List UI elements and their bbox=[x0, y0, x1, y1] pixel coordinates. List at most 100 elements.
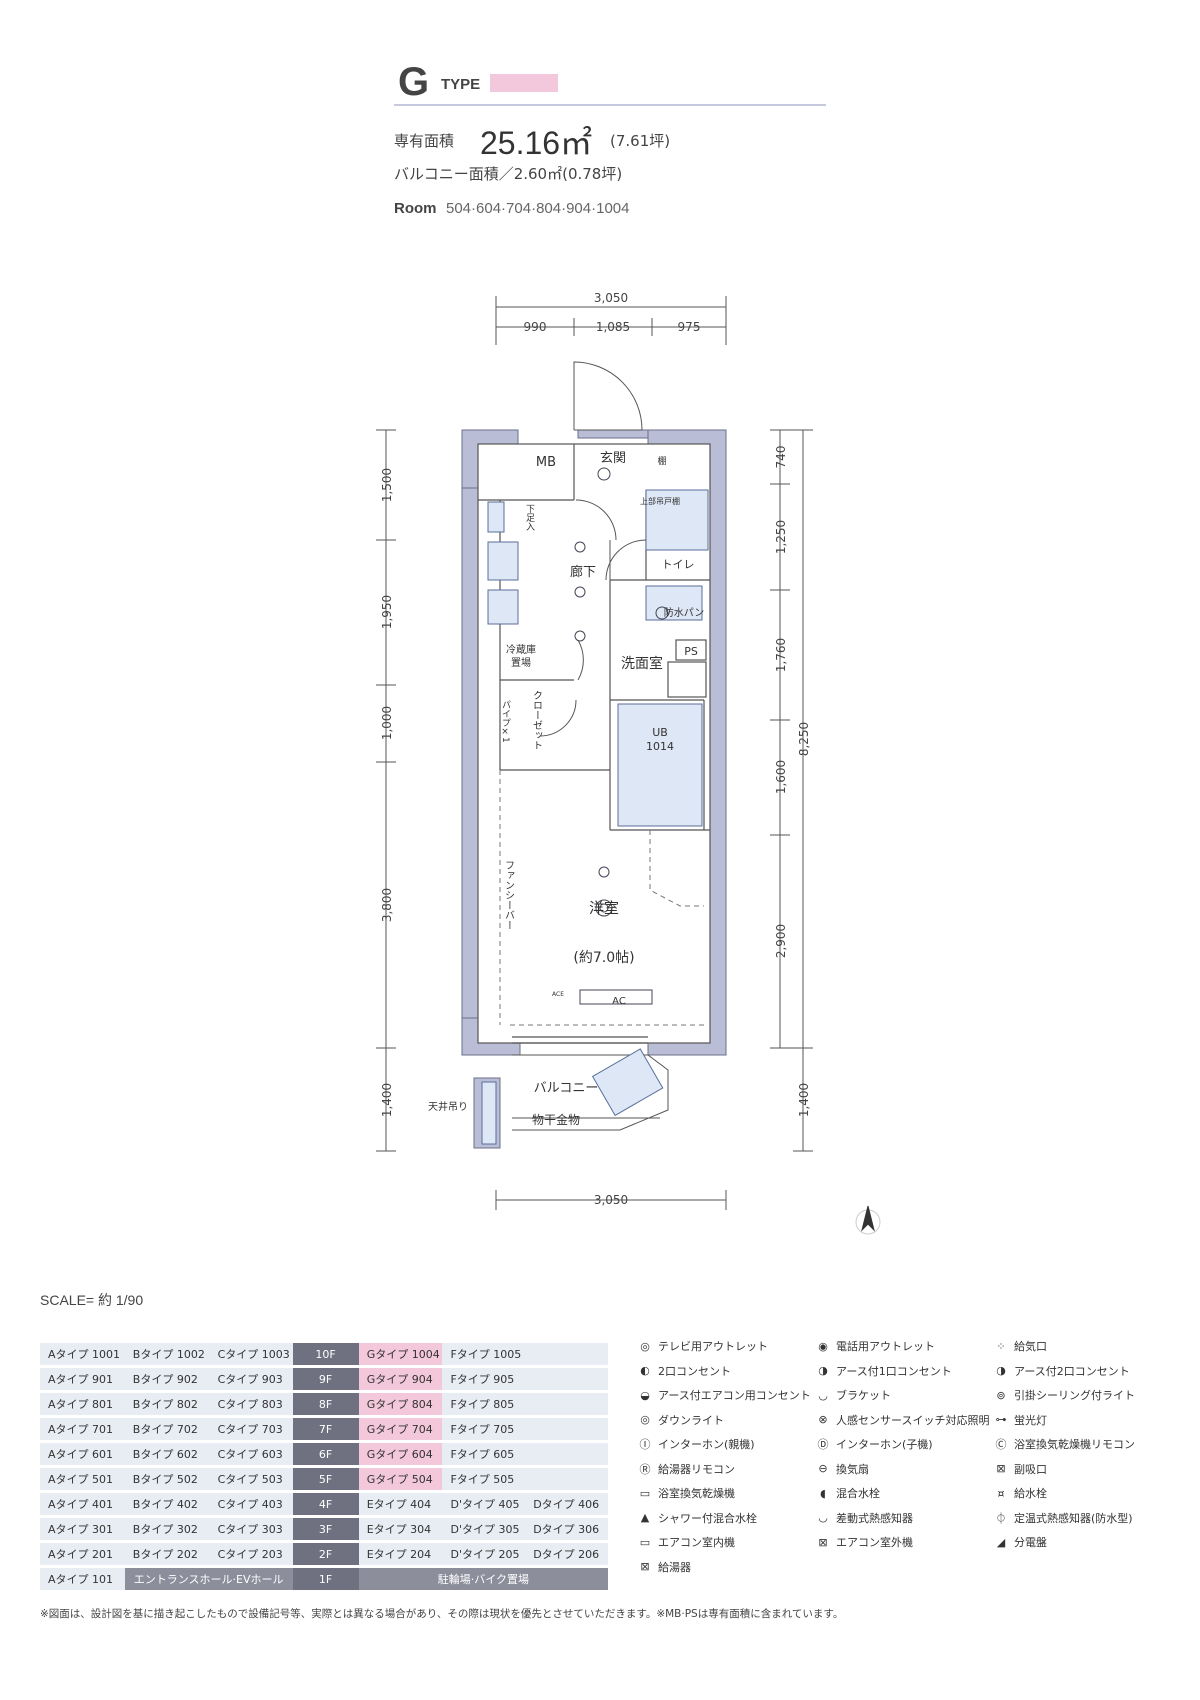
mixing-faucet-icon: ◖ bbox=[820, 1486, 826, 1500]
dim-left-4: 3,800 bbox=[380, 888, 394, 922]
dim-top-3: 975 bbox=[678, 320, 701, 334]
cell-c: Cタイプ 203 bbox=[209, 1543, 293, 1565]
room-bousui: 防水パン bbox=[664, 606, 705, 619]
legend-item: ⊠副吸口 bbox=[994, 1461, 1047, 1477]
earth-outlet-2-icon: ◑ bbox=[996, 1364, 1006, 1377]
ub-fixture bbox=[617, 703, 703, 827]
legend-item: ◑ アース付2口コンセント bbox=[994, 1363, 1130, 1379]
dryer-remote-icon: Ⓒ bbox=[995, 1438, 1007, 1451]
cell-c: Cタイプ 703 bbox=[209, 1418, 293, 1440]
balcony-area: バルコニー面積／2.60㎡(0.78坪) bbox=[394, 165, 623, 183]
legend-item: ⊶蛍光灯 bbox=[994, 1412, 1048, 1428]
room-balcony: バルコニー bbox=[534, 1081, 599, 1096]
room-youshitsu-size: (約7.0帖) bbox=[573, 950, 634, 966]
legend-item: ◒アース付エアコン用コンセント bbox=[638, 1387, 811, 1403]
cell-g: Gタイプ 604 bbox=[358, 1443, 443, 1465]
cell-floor: 1F bbox=[292, 1568, 359, 1590]
legend-label: 差動式熱感知器 bbox=[836, 1511, 913, 1525]
area-label: 専有面積 bbox=[394, 132, 455, 150]
area-value: 25.16㎡ bbox=[480, 125, 593, 161]
cell-a: Aタイプ 101 bbox=[40, 1568, 125, 1590]
legend-label: 給湯器リモコン bbox=[658, 1462, 735, 1476]
legend-item: ⊠エアコン室外機 bbox=[816, 1534, 913, 1550]
legend-item: ⊠給湯器 bbox=[638, 1559, 691, 1575]
room-ub: UB bbox=[652, 726, 668, 739]
room-youshitsu: 洋室 bbox=[589, 899, 619, 917]
cell-b: Bタイプ 402 bbox=[124, 1493, 210, 1515]
dim-left-5: 1,400 bbox=[380, 1083, 394, 1117]
cell-a: Aタイプ 201 bbox=[40, 1543, 125, 1565]
cell-a: Aタイプ 801 bbox=[40, 1393, 125, 1415]
footnote: ※図面は、設計図を基に描き起こしたもので設備記号等、実際とは異なる場合があり、そ… bbox=[40, 1608, 844, 1620]
ac-indoor-icon: ▭ bbox=[639, 1535, 651, 1549]
room-rouka: 廊下 bbox=[570, 564, 596, 580]
legend-label: 給湯器 bbox=[658, 1560, 691, 1574]
legend-label: 副吸口 bbox=[1014, 1462, 1047, 1476]
cell-f: Fタイプ 805 bbox=[442, 1393, 608, 1415]
ceiling-light-icon: ⊚ bbox=[996, 1388, 1006, 1402]
kitchen-sink bbox=[487, 541, 519, 581]
legend-label: ブラケット bbox=[836, 1389, 891, 1402]
room-pipe: パイプ×1 bbox=[500, 700, 511, 743]
cell-b: Bタイプ 302 bbox=[124, 1518, 210, 1540]
legend-label: ダウンライト bbox=[658, 1413, 724, 1427]
legend-label: 浴室換気乾燥機リモコン bbox=[1014, 1438, 1135, 1451]
air-supply-icon: ⁘ bbox=[996, 1339, 1006, 1353]
legend-item: ▭ エアコン室内機 bbox=[638, 1534, 735, 1550]
dim-left-2: 1,950 bbox=[380, 595, 394, 629]
cell-e: Eタイプ 204 bbox=[358, 1543, 443, 1565]
cell-f: Fタイプ 705 bbox=[442, 1418, 608, 1440]
legend-item: ◐2口コンセント bbox=[638, 1363, 731, 1379]
cell-a: Aタイプ 1001 bbox=[40, 1343, 125, 1365]
room-ub-size: 1014 bbox=[646, 740, 674, 753]
cell-floor: 4F bbox=[292, 1493, 359, 1515]
cell-parking: 駐輪場·バイク置場 bbox=[358, 1568, 608, 1590]
toilet-fixture bbox=[645, 489, 709, 551]
cell-a: Aタイプ 601 bbox=[40, 1443, 125, 1465]
dim-bottom-total: 3,050 bbox=[594, 1193, 628, 1207]
legend-label: アース付2口コンセント bbox=[1014, 1364, 1130, 1378]
header-rule bbox=[394, 104, 826, 106]
cell-e: Eタイプ 304 bbox=[358, 1518, 443, 1540]
wall-left-upper bbox=[461, 429, 519, 489]
washer-fixture bbox=[645, 585, 703, 621]
downlight-icon: ◎ bbox=[640, 1413, 650, 1426]
cell-dd: D'タイプ 305 bbox=[442, 1518, 526, 1540]
cell-b: Bタイプ 902 bbox=[124, 1368, 210, 1390]
legend-item: ◑アース付1口コンセント bbox=[816, 1363, 952, 1379]
cell-floor: 9F bbox=[292, 1368, 359, 1390]
cell-a: Aタイプ 901 bbox=[40, 1368, 125, 1390]
bath-dryer-icon: ▭ bbox=[639, 1486, 651, 1500]
legend-item: ◎ ダウンライト bbox=[638, 1412, 724, 1428]
cell-floor: 5F bbox=[292, 1468, 359, 1490]
cell-a: Aタイプ 701 bbox=[40, 1418, 125, 1440]
legend-label: インターホン(子機) bbox=[836, 1438, 933, 1451]
cell-f: Fタイプ 505 bbox=[442, 1468, 608, 1490]
legend-item: ◖混合水栓 bbox=[816, 1485, 880, 1501]
room-ace: ACE bbox=[552, 991, 564, 998]
cell-g: Gタイプ 804 bbox=[358, 1393, 443, 1415]
cell-floor: 2F bbox=[292, 1543, 359, 1565]
earth-outlet-1-icon: ◑ bbox=[818, 1364, 828, 1377]
legend-label: シャワー付混合水栓 bbox=[658, 1511, 757, 1525]
legend-label: 浴室換気乾燥機 bbox=[658, 1487, 735, 1500]
ac-indoor-unit bbox=[579, 989, 653, 1005]
cell-c: Cタイプ 1003 bbox=[209, 1343, 293, 1365]
cell-d: Dタイプ 406 bbox=[525, 1493, 608, 1515]
dim-left-1: 1,500 bbox=[380, 468, 394, 502]
heat-detector-icon: ◡ bbox=[818, 1511, 828, 1524]
legend-label: 分電盤 bbox=[1014, 1536, 1047, 1549]
legend-label: エアコン室内機 bbox=[658, 1536, 735, 1549]
legend-label: 定温式熱感知器(防水型) bbox=[1014, 1511, 1133, 1525]
motion-light-icon: ⊗ bbox=[818, 1413, 828, 1426]
geta-box bbox=[487, 501, 505, 533]
type-word: TYPE bbox=[441, 76, 481, 93]
legend-label: 2口コンセント bbox=[658, 1364, 731, 1378]
legend-label: テレビ用アウトレット bbox=[658, 1340, 768, 1353]
